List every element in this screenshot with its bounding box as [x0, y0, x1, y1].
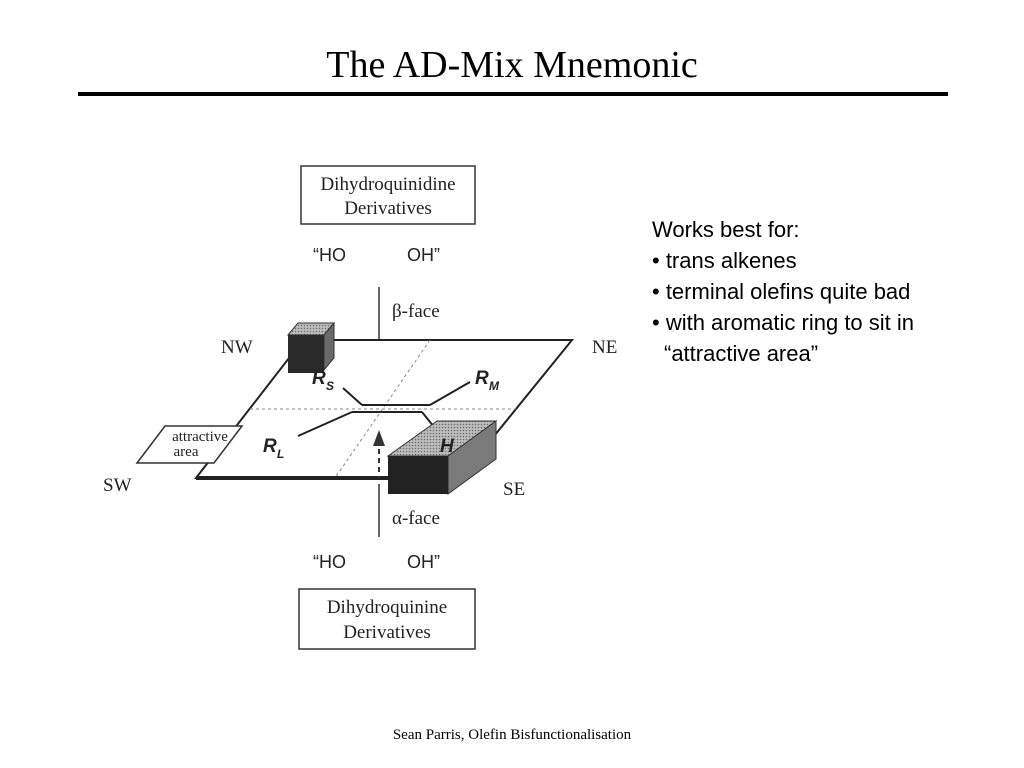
bottom-box-line2: Derivatives	[343, 622, 431, 643]
bottom-box-line1: Dihydroquinine	[327, 597, 447, 618]
top-box-line1: Dihydroquinidine	[320, 174, 455, 195]
bottom-box	[298, 588, 476, 650]
attractive-area-line2: area	[174, 444, 199, 460]
rs-subscript: S	[326, 379, 334, 393]
note-aromatic-ring: • with aromatic ring to sit in	[652, 310, 915, 335]
note-trans-alkenes: • trans alkenes	[652, 248, 797, 273]
attractive-area-box	[135, 425, 244, 464]
corner-se: SE	[503, 479, 525, 500]
title-underline	[78, 92, 948, 96]
rm-subscript: M	[489, 379, 500, 393]
top-box-line2: Derivatives	[344, 198, 432, 219]
bottom-ho-label: “HO	[313, 552, 346, 572]
corner-nw: NW	[221, 337, 253, 358]
notes-heading: Works best for:	[652, 217, 800, 242]
nw-block-front	[288, 335, 324, 373]
corner-sw: SW	[103, 475, 132, 496]
rl-subscript: L	[277, 447, 284, 461]
slide-title: The AD-Mix Mnemonic	[326, 44, 698, 86]
rm-label: R	[475, 368, 489, 389]
attractive-area-line1: attractive	[172, 429, 228, 445]
beta-face-label: β-face	[392, 301, 440, 322]
top-ho-label: “HO	[313, 245, 346, 265]
rs-label: R	[312, 368, 326, 389]
note-attractive-area: “attractive area”	[664, 341, 819, 366]
note-terminal-olefins: • terminal olefins quite bad	[652, 279, 911, 304]
corner-ne: NE	[592, 337, 617, 358]
alpha-arrow-head	[373, 430, 385, 446]
slide-footer: Sean Parris, Olefin Bisfunctionalisation	[392, 727, 632, 743]
alpha-face-label: α-face	[392, 508, 440, 529]
bottom-oh-label: OH”	[407, 552, 440, 572]
bond-rm	[429, 381, 471, 406]
h-label: H	[440, 436, 455, 457]
top-oh-label: OH”	[407, 245, 440, 265]
plane-diagonal-dashed	[334, 339, 431, 479]
rl-label: R	[263, 436, 277, 457]
notes-block: Works best for: • trans alkenes • termin…	[652, 214, 914, 369]
bond-rs	[342, 387, 363, 406]
bond-rl	[297, 411, 353, 437]
se-block-front	[388, 456, 448, 494]
top-box	[300, 165, 476, 225]
